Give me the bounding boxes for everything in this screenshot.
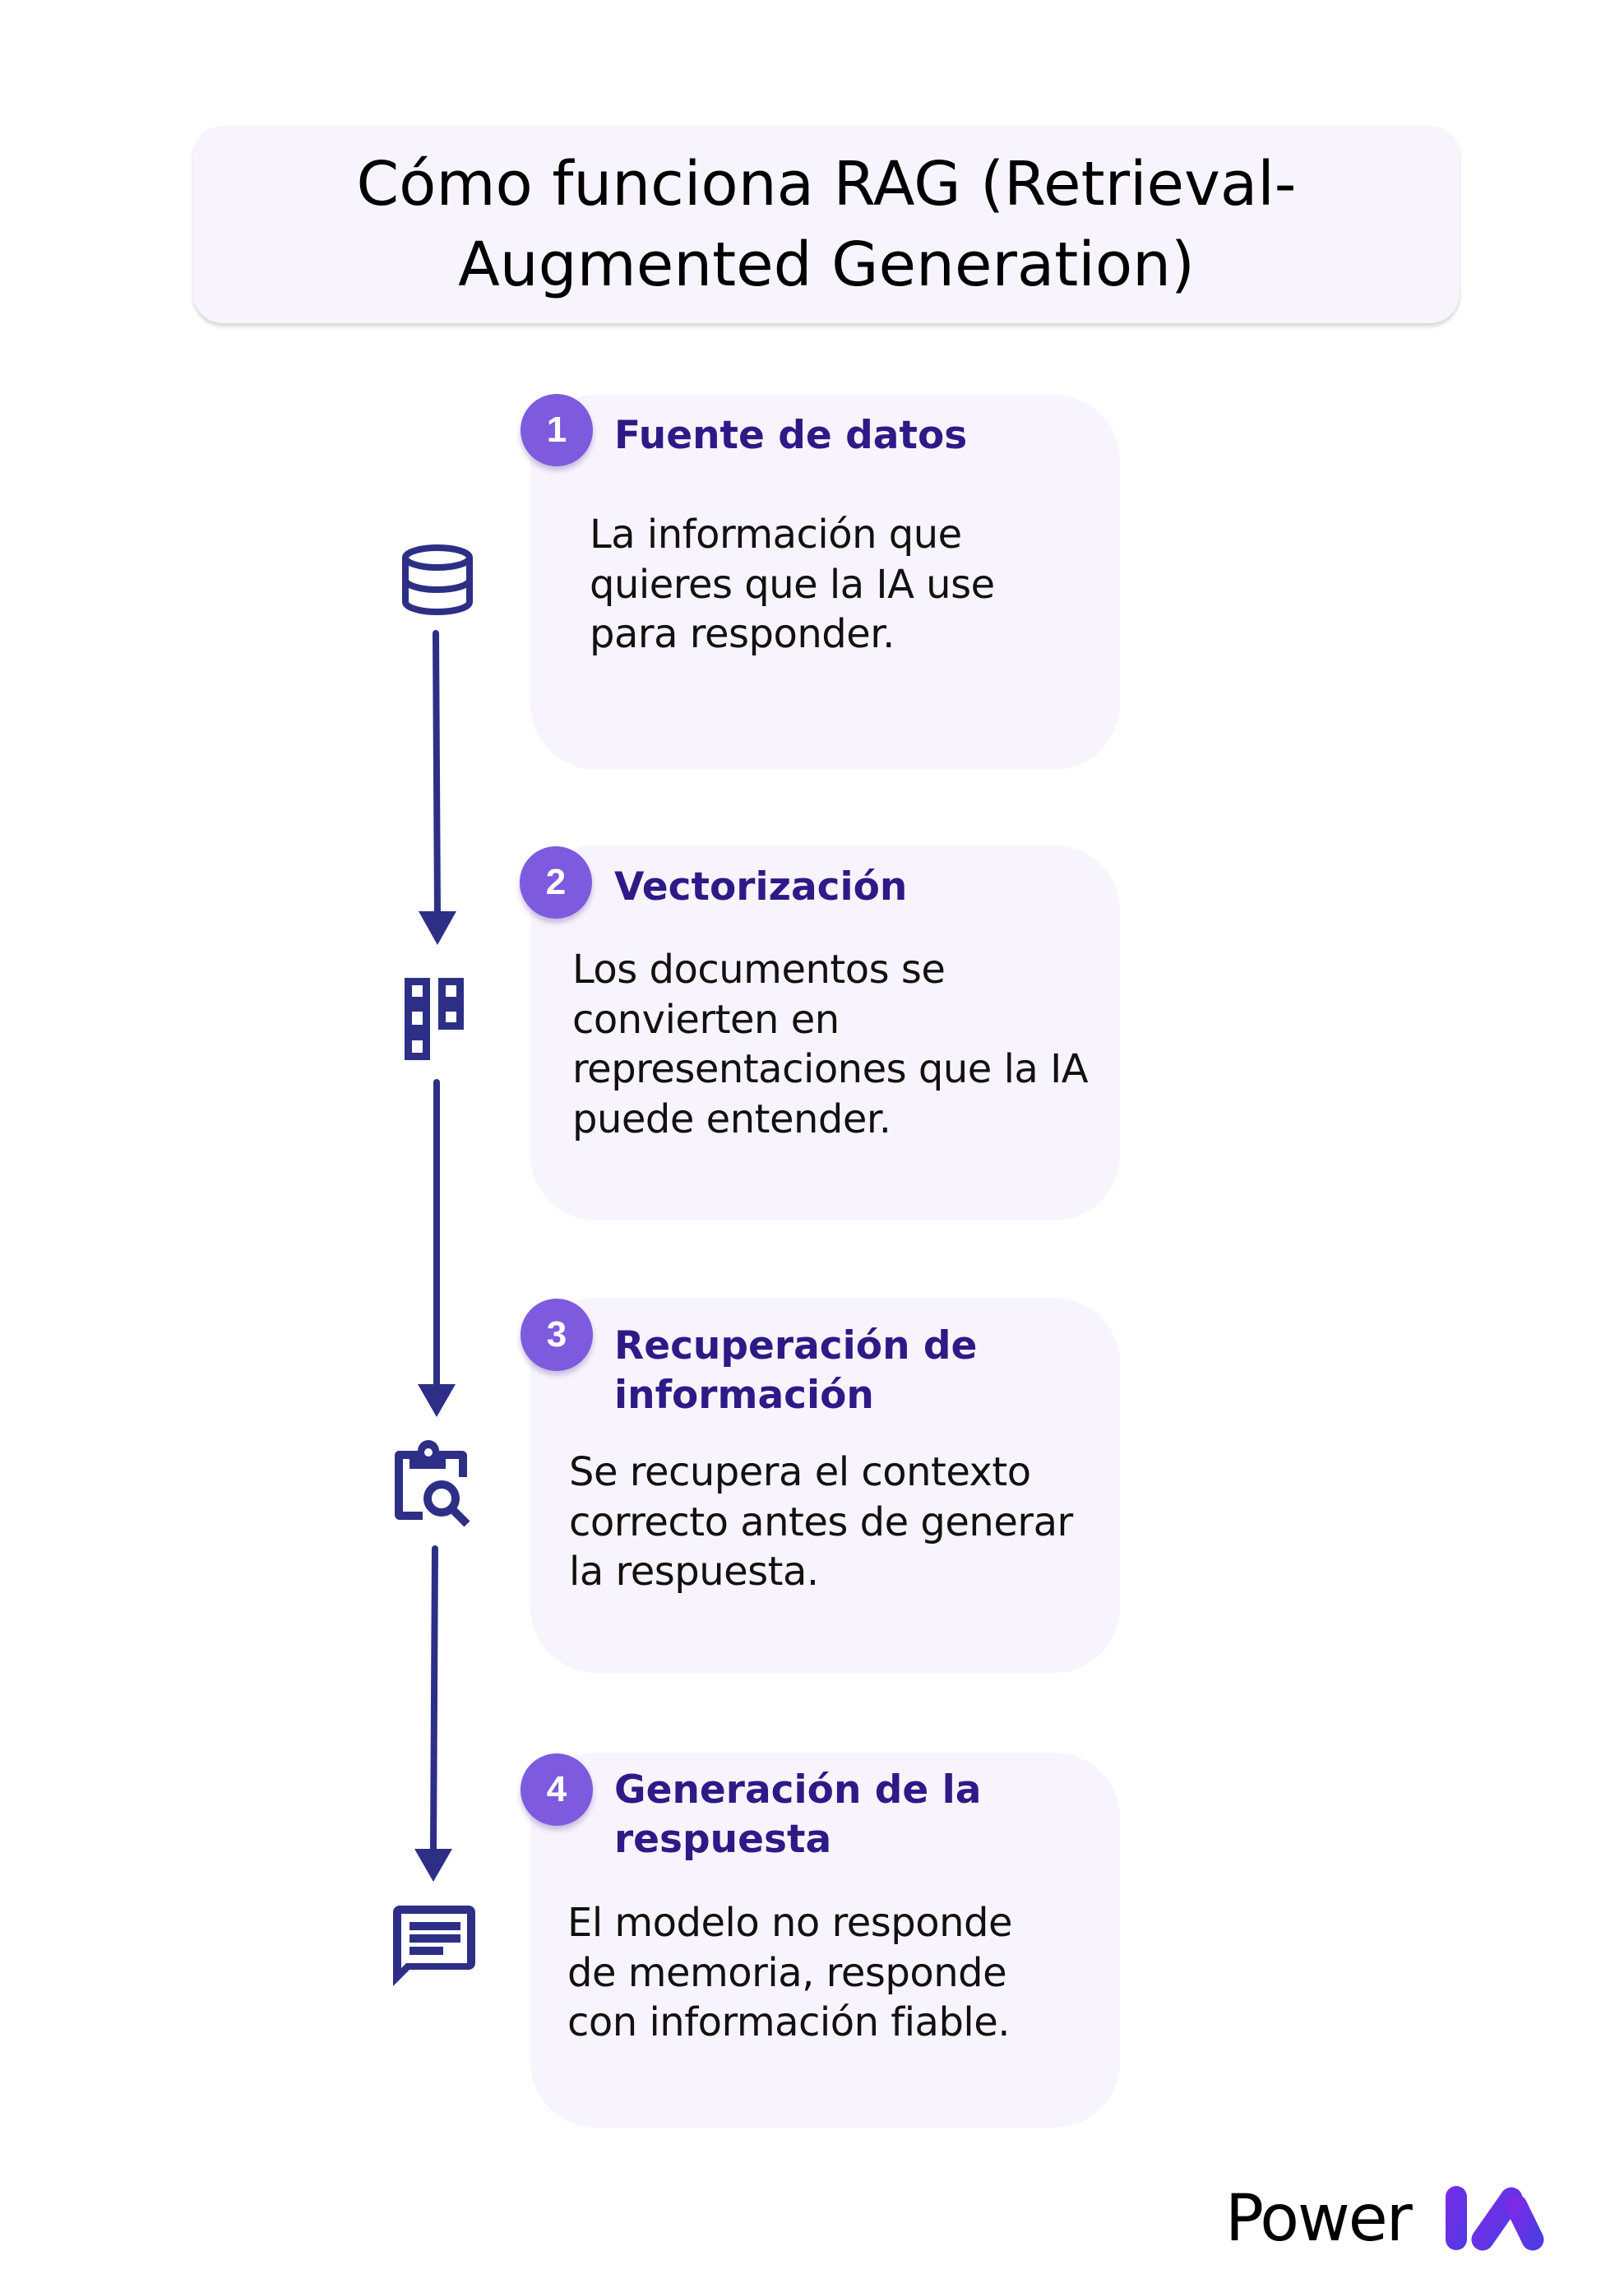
arrow-line-1 <box>433 630 441 918</box>
step-badge-1: 1 <box>521 394 593 466</box>
step-badge-4: 4 <box>521 1753 593 1826</box>
step-card-3 <box>530 1298 1120 1673</box>
step-body-3: Se recupera el contexto correcto antes d… <box>569 1449 1073 1595</box>
clipboard-search-icon <box>394 1440 470 1527</box>
vector-blocks-icon <box>405 978 464 1060</box>
step-card-1 <box>530 395 1120 770</box>
step-badge-2: 2 <box>520 846 592 919</box>
step-title-3: Recuperación de información <box>614 1323 978 1418</box>
step-title-1: Fuente de datos <box>614 413 968 458</box>
step-title-2: Vectorización <box>614 864 908 910</box>
chat-message-icon <box>393 1906 475 1986</box>
step-body-4: El modelo no responde de memoria, respon… <box>567 1900 1013 2045</box>
step-badge-3: 3 <box>521 1299 593 1371</box>
logo-ia-mark-icon <box>1446 2186 1544 2251</box>
title-box: Cómo funciona RAG (Retrieval-Augmented G… <box>193 126 1460 323</box>
arrowhead-2 <box>418 1384 456 1417</box>
page-title: Cómo funciona RAG (Retrieval-Augmented G… <box>356 149 1297 300</box>
arrowhead-3 <box>414 1849 452 1882</box>
step-card-2 <box>530 845 1120 1220</box>
arrow-line-3 <box>430 1545 438 1854</box>
database-icon <box>402 544 473 615</box>
step-card-4 <box>530 1753 1120 2128</box>
logo-wordmark: Power <box>1225 2182 1413 2256</box>
step-body-2: Los documentos se convierten en represen… <box>572 947 1089 1142</box>
arrowhead-1 <box>419 911 456 945</box>
step-body-1: La información que quieres que la IA use… <box>590 512 995 657</box>
step-title-4: Generación de la respuesta <box>614 1767 982 1862</box>
